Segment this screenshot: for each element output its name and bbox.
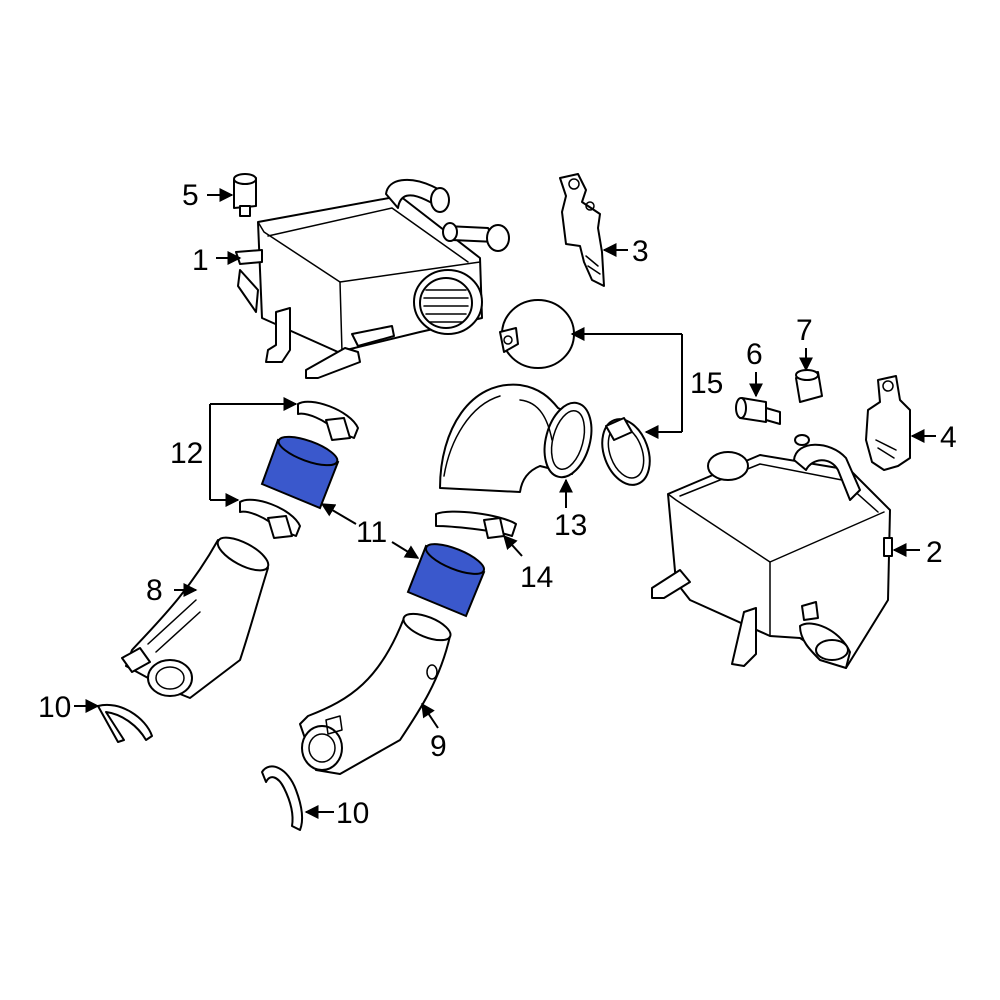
- callout-6: 6: [746, 338, 763, 371]
- part-2-intercooler-right[interactable]: [651, 434, 893, 669]
- callout-14: 14: [520, 561, 553, 594]
- callout-2: 2: [926, 536, 943, 569]
- leader-9: [421, 702, 439, 729]
- part-1-intercooler-left[interactable]: [235, 178, 510, 379]
- callout-10-bottom: 10: [336, 797, 369, 830]
- part-12-clamp-upper[interactable]: [297, 400, 359, 441]
- part-5-fitting[interactable]: [233, 173, 257, 217]
- part-10-clip-left[interactable]: [97, 703, 153, 743]
- callout-13: 13: [554, 509, 587, 542]
- part-9-duct-center[interactable]: [299, 608, 454, 775]
- callout-9: 9: [430, 730, 447, 763]
- callout-3: 3: [632, 235, 649, 268]
- callout-7: 7: [796, 314, 813, 347]
- callout-10-left: 10: [38, 691, 71, 724]
- callout-labels: 1 2 3 4 5 6 7 8 9 10 10 11 12 13 14 15: [38, 179, 957, 830]
- callout-5: 5: [182, 179, 199, 212]
- leader-11-upper: [320, 503, 357, 525]
- callout-15: 15: [690, 367, 723, 400]
- part-12-clamp-lower[interactable]: [239, 498, 301, 539]
- leader-lines: [74, 188, 936, 819]
- part-3-bracket[interactable]: [559, 173, 605, 287]
- part-11-hose-upper[interactable]: [260, 431, 341, 510]
- part-15-clamp[interactable]: [594, 413, 659, 492]
- part-4-bracket[interactable]: [865, 375, 911, 471]
- callout-12: 12: [170, 437, 203, 470]
- callout-4: 4: [940, 421, 957, 454]
- part-13-elbow-duct[interactable]: [439, 383, 599, 493]
- callout-1: 1: [192, 244, 209, 277]
- leader-14: [503, 534, 523, 557]
- callout-11: 11: [356, 516, 387, 549]
- part-15-flange[interactable]: [499, 299, 575, 369]
- callout-8: 8: [146, 574, 163, 607]
- part-6-sensor[interactable]: [735, 397, 781, 425]
- part-14-clamp[interactable]: [435, 510, 517, 539]
- part-7-cap[interactable]: [795, 369, 823, 403]
- part-10-clip-bottom[interactable]: [261, 765, 304, 831]
- part-11-hose-lower[interactable]: [406, 538, 487, 618]
- part-8-duct-left[interactable]: [121, 531, 273, 699]
- leader-11-lower: [391, 541, 420, 559]
